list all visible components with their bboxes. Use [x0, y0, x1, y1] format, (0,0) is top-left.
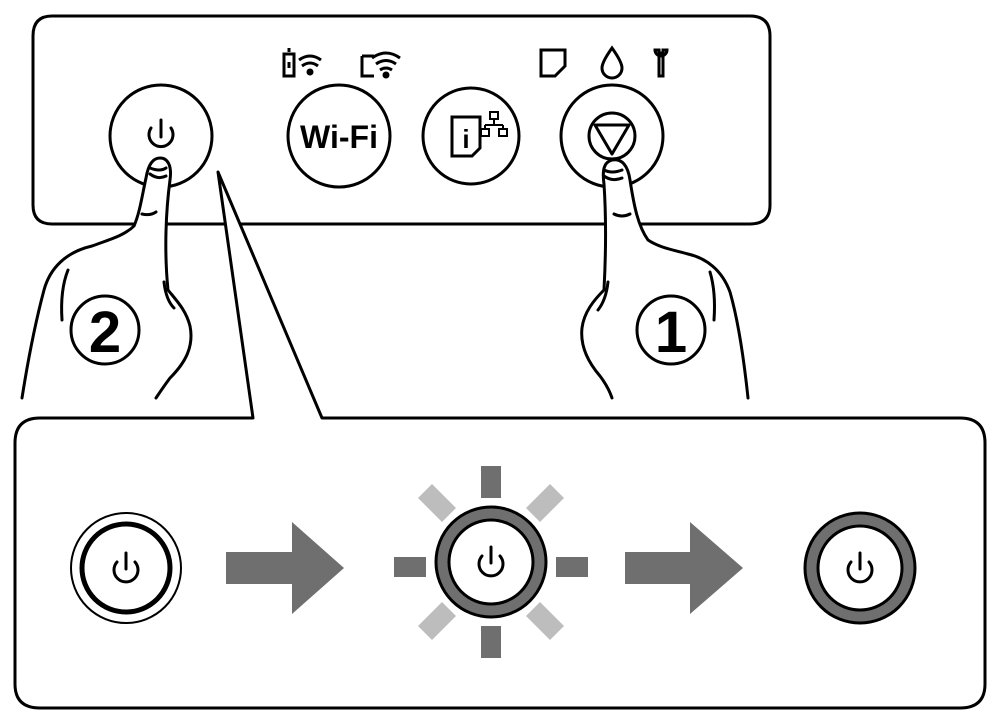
power-icon	[112, 551, 140, 584]
step-2-label: 2	[89, 300, 121, 365]
power-icon	[477, 545, 505, 578]
power-light-on	[803, 511, 917, 625]
power-icon	[147, 118, 175, 149]
wifi-button[interactable]: Wi-Fi	[286, 83, 392, 189]
flash-rays	[394, 466, 588, 658]
network-status-button[interactable]: i	[421, 86, 521, 186]
wifi-direct-icon	[282, 48, 322, 78]
wifi-button-label: Wi-Fi	[300, 119, 378, 155]
network-status-icon: i	[450, 111, 508, 158]
svg-text:i: i	[462, 124, 469, 154]
step-1-marker: 1	[635, 294, 707, 366]
power-icon	[846, 551, 874, 584]
right-hand-pressing-stop	[580, 158, 750, 400]
power-light-flashing	[394, 466, 588, 658]
left-hand-pressing-power	[20, 156, 193, 400]
wifi-icon	[360, 51, 401, 79]
arrow-right	[226, 522, 344, 614]
power-light-off	[70, 512, 182, 624]
wrench-icon	[653, 48, 669, 78]
paper-icon	[539, 48, 567, 78]
arrow-right	[625, 522, 743, 614]
step-1-label: 1	[655, 300, 687, 365]
ink-drop-icon	[600, 45, 624, 80]
step-2-marker: 2	[69, 294, 141, 366]
